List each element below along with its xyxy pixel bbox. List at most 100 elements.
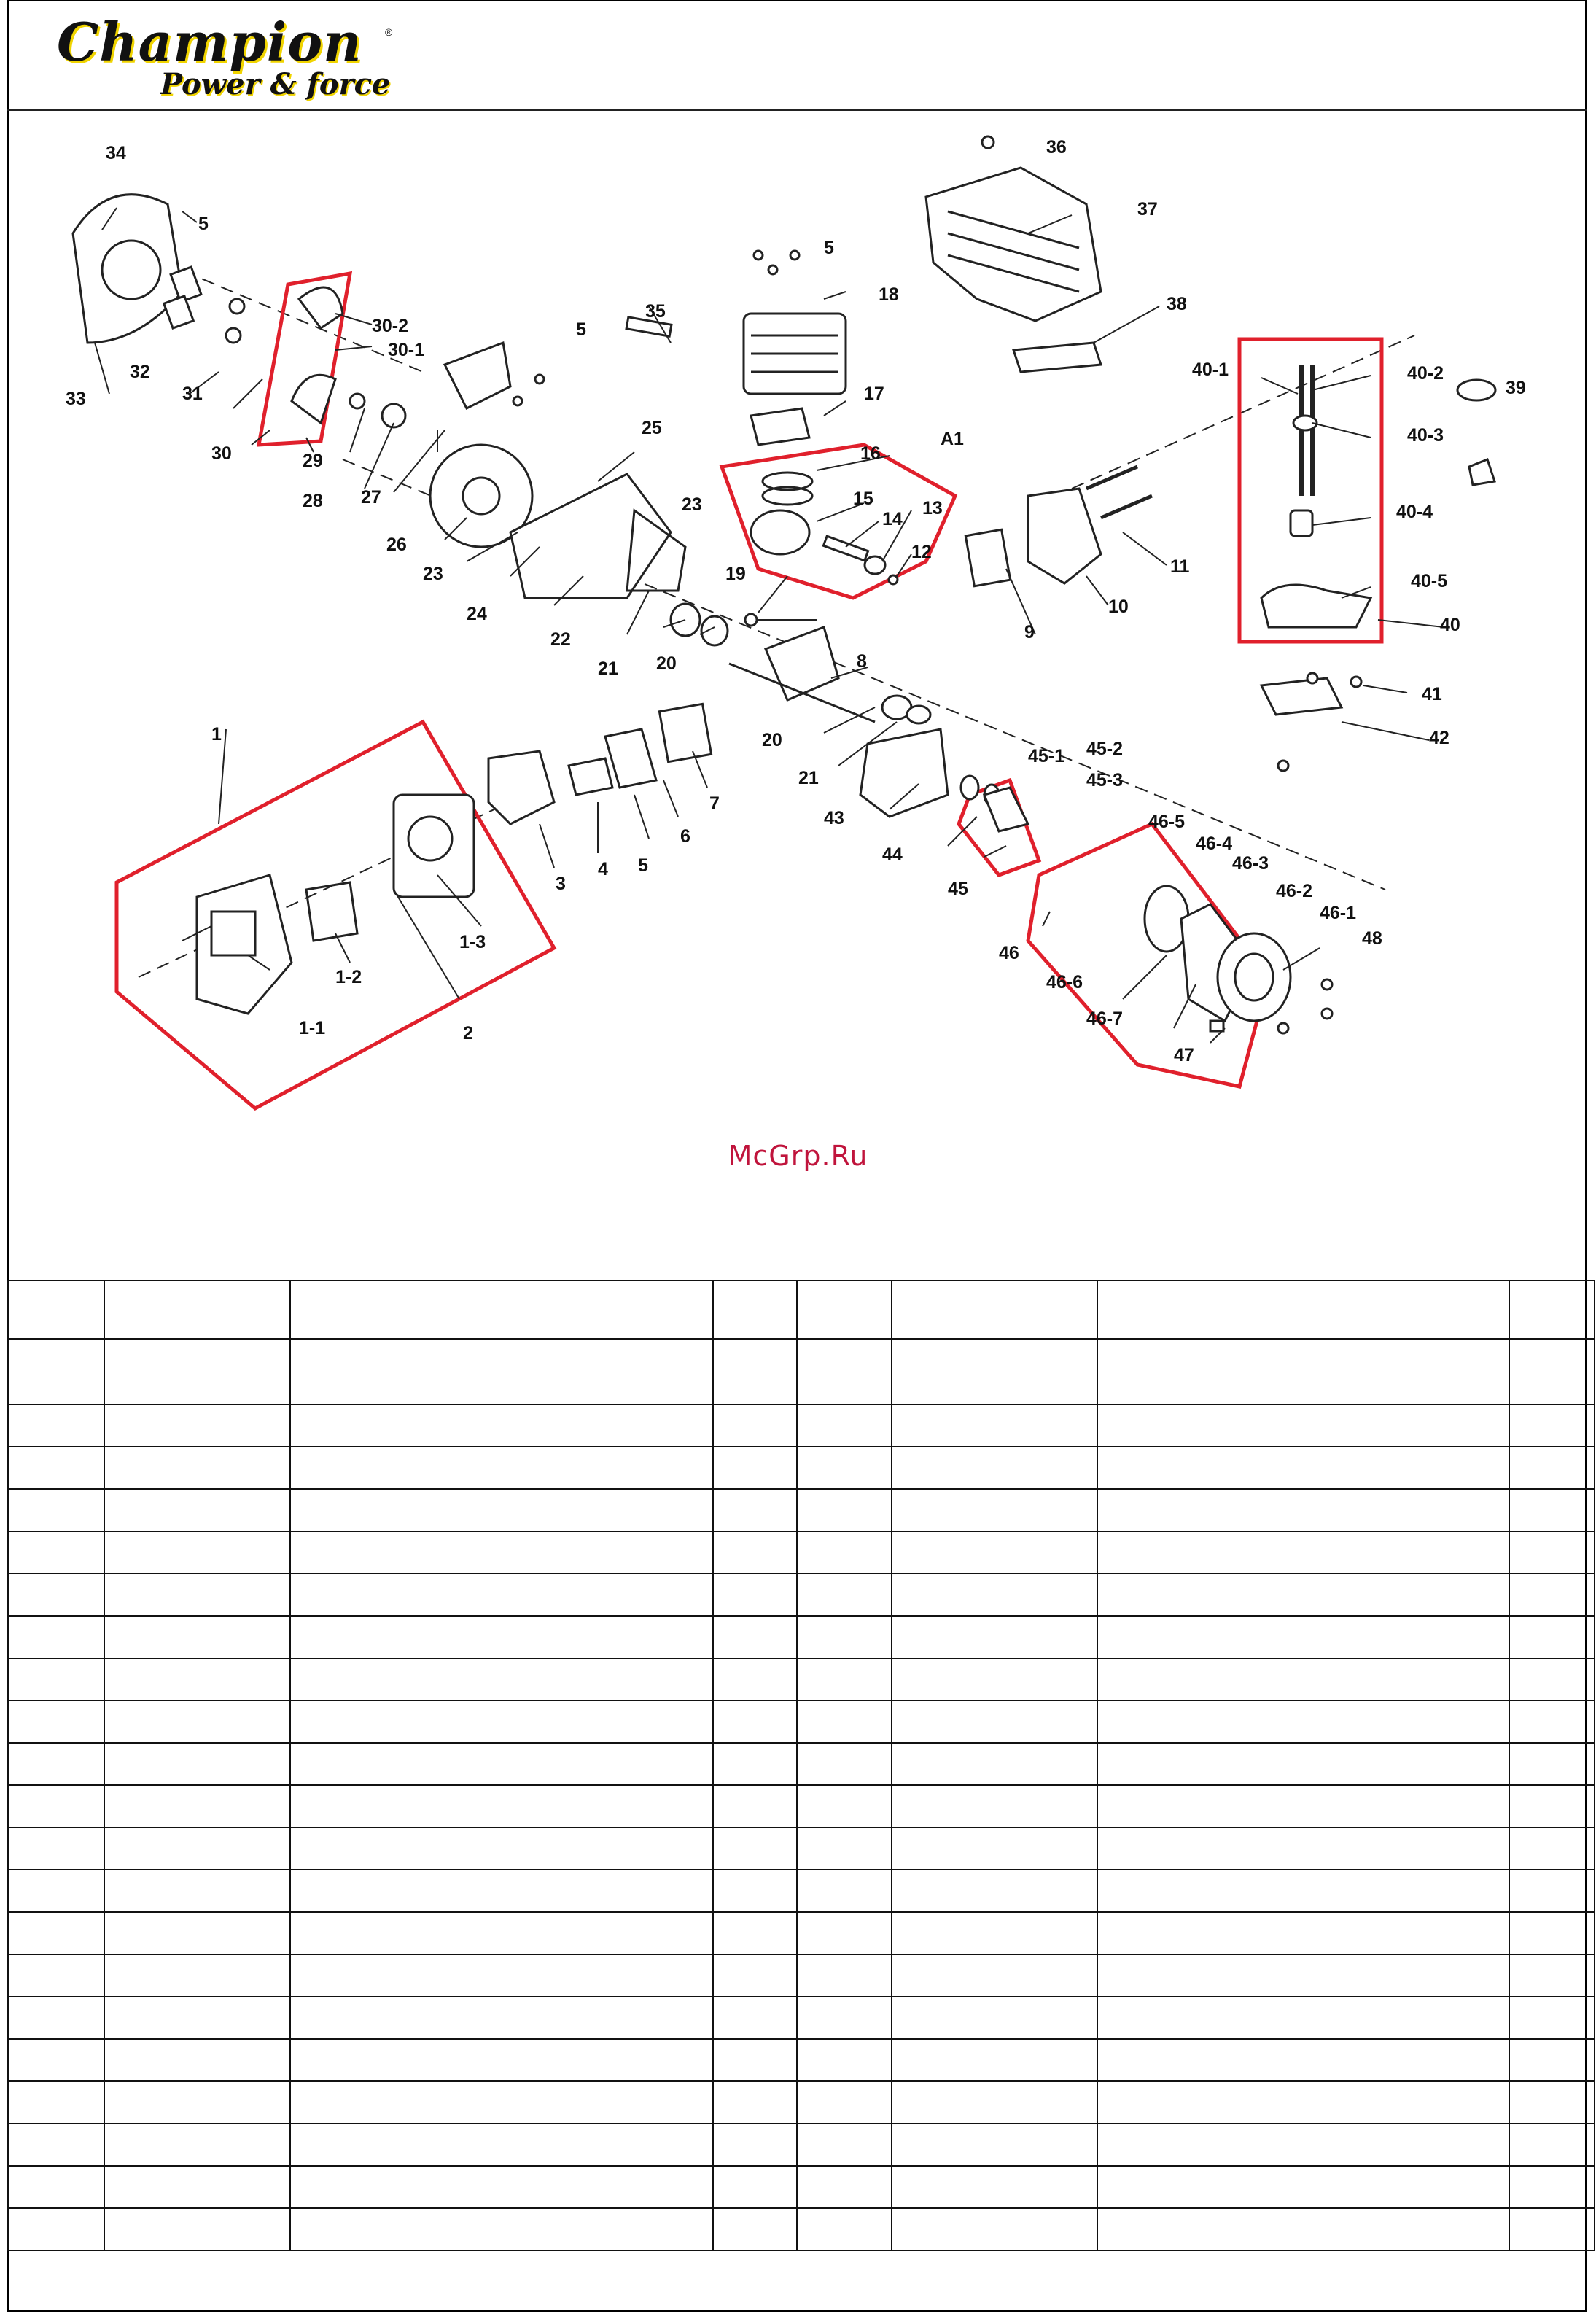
table-cell (891, 1446, 1098, 1490)
table-row (7, 1488, 1595, 1532)
callout-46-3: 46-3 (1232, 853, 1269, 874)
parts-table (7, 1280, 1595, 2251)
brand-name: Champion (57, 11, 362, 73)
table-cell (1509, 1615, 1595, 1659)
table-cell (104, 2080, 291, 2124)
table-cell (712, 2080, 798, 2124)
table-row (7, 2207, 1595, 2251)
table-cell (104, 1742, 291, 1786)
registered-mark: ® (385, 26, 393, 38)
table-cell (1097, 1658, 1510, 1701)
callout-40-4: 40-4 (1396, 502, 1433, 522)
brand-slogan: Power & force (160, 67, 391, 101)
table-row (7, 1446, 1595, 1490)
leader-lines (94, 207, 1444, 1044)
table-cell (1097, 2123, 1510, 2167)
table-cell (891, 1404, 1098, 1448)
table-row (7, 2038, 1595, 2082)
table-cell (1509, 1446, 1595, 1490)
table-cell (7, 1280, 105, 1340)
table-cell (712, 1446, 798, 1490)
table-cell (712, 2038, 798, 2082)
table-cell (891, 1658, 1098, 1701)
table-cell (1509, 1531, 1595, 1574)
callout-46-4: 46-4 (1196, 833, 1232, 854)
callout-41: 41 (1422, 684, 1442, 704)
callout-44: 44 (882, 844, 903, 865)
table-cell (7, 1573, 105, 1617)
table-cell (289, 1573, 714, 1617)
callout-18: 18 (879, 284, 899, 305)
callout-36: 36 (1046, 137, 1067, 158)
table-cell (104, 1784, 291, 1828)
callout-34: 34 (106, 143, 126, 163)
table-cell (891, 1954, 1098, 1997)
callout-40-3: 40-3 (1407, 425, 1444, 446)
callout-6: 6 (680, 826, 690, 847)
table-cell (1097, 1827, 1510, 1870)
table-cell (7, 2038, 105, 2082)
callout-4: 4 (598, 859, 608, 879)
callout-40-1: 40-1 (1192, 360, 1229, 380)
table-cell (1097, 1869, 1510, 1913)
table-cell (104, 1531, 291, 1574)
table-cell (891, 2080, 1098, 2124)
table-cell (1097, 1700, 1510, 1744)
callout-47: 47 (1174, 1045, 1194, 1065)
table-cell (7, 1954, 105, 1997)
table-cell (289, 1700, 714, 1744)
callout-5c: 5 (824, 238, 834, 258)
callout-8: 8 (857, 651, 867, 672)
table-cell (891, 1742, 1098, 1786)
table-row (7, 1573, 1595, 1617)
table-cell (289, 1615, 714, 1659)
table-cell (289, 1784, 714, 1828)
table-cell (1509, 2165, 1595, 2209)
table-cell (796, 2207, 892, 2251)
table-cell (104, 2038, 291, 2082)
table-cell (289, 2038, 714, 2082)
table-cell (289, 2165, 714, 2209)
brand-logo: Champion ® Power & force (57, 9, 407, 102)
table-cell (104, 1658, 291, 1701)
table-cell (712, 1869, 798, 1913)
callout-5b: 5 (576, 319, 586, 340)
callout-30: 30 (211, 443, 232, 464)
table-cell (7, 1911, 105, 1955)
table-row (7, 1784, 1595, 1828)
table-cell (1509, 1954, 1595, 1997)
table-cell (104, 1280, 291, 1340)
callout-32: 32 (130, 362, 150, 382)
table-cell (289, 2207, 714, 2251)
table-cell (104, 1615, 291, 1659)
highlight-30 (256, 271, 353, 447)
table-cell (104, 1404, 291, 1448)
table-cell (1509, 2038, 1595, 2082)
callout-46-5: 46-5 (1148, 812, 1185, 832)
callout-17: 17 (864, 384, 884, 404)
table-cell (796, 1784, 892, 1828)
table-cell (1097, 1954, 1510, 1997)
callout-25: 25 (642, 418, 662, 438)
table-cell (891, 1573, 1098, 1617)
table-cell (796, 2080, 892, 2124)
table-cell (891, 1827, 1098, 1870)
callout-46-2: 46-2 (1276, 881, 1312, 901)
table-cell (796, 1827, 892, 1870)
table-cell (289, 1658, 714, 1701)
table-row (7, 1911, 1595, 1955)
header-divider (7, 109, 1587, 111)
callout-45-1: 45-1 (1028, 746, 1064, 766)
callout-13: 13 (922, 498, 943, 518)
table-cell (891, 1869, 1098, 1913)
callout-5a: 5 (198, 214, 209, 234)
callout-27: 27 (361, 487, 381, 508)
table-cell (1509, 1338, 1595, 1405)
table-cell (1509, 1700, 1595, 1744)
table-cell (1097, 1615, 1510, 1659)
highlight-40 (1237, 337, 1384, 644)
callout-1-2: 1-2 (335, 967, 362, 987)
table-cell (891, 2038, 1098, 2082)
highlight-45 (957, 777, 1042, 877)
table-cell (1097, 1280, 1510, 1340)
